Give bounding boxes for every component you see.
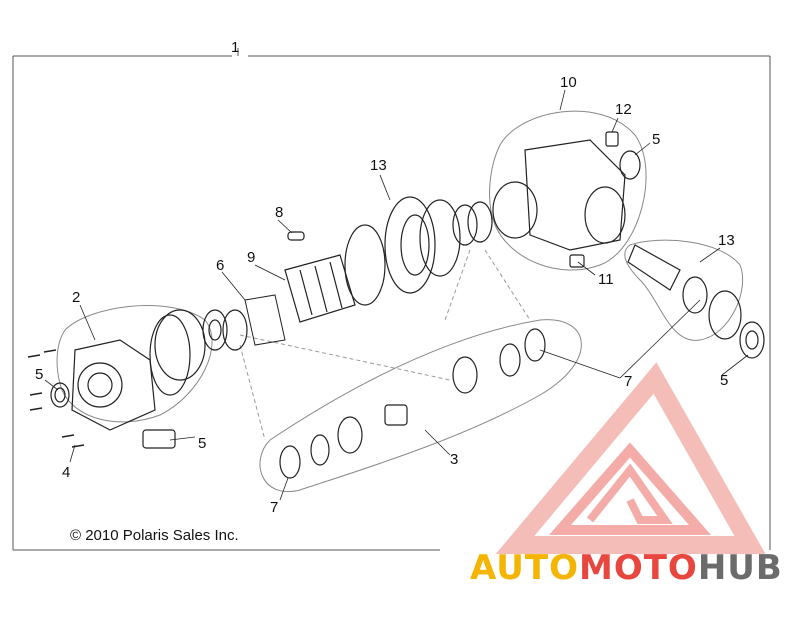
cartridge-part-5 [142, 429, 176, 449]
seal-kit-contents [279, 328, 546, 479]
dashed-leaders [239, 249, 531, 441]
watermark-logo [495, 362, 766, 554]
seal-kit-group-3 [259, 319, 582, 493]
ring-gear-part-13 [344, 196, 461, 306]
bearing-part-6 [202, 309, 248, 351]
seal-part-5-right [739, 321, 765, 359]
callout-1: 1 [231, 39, 240, 56]
watermark-moto: MOTO [578, 548, 698, 588]
seal-part-5-left [50, 382, 70, 408]
callout-9: 9 [247, 249, 256, 266]
gasket-part-6 [244, 294, 286, 346]
group-outline-housing-left [56, 305, 213, 423]
callout-8: 8 [275, 204, 284, 221]
callout-5-top: 5 [652, 131, 661, 148]
callout-13-right: 13 [718, 232, 735, 249]
callout-6: 6 [216, 257, 225, 274]
copyright-notice: © 2010 Polaris Sales Inc. [70, 527, 239, 544]
rear-housing-part-10 [492, 139, 626, 251]
callout-7-right: 7 [624, 373, 633, 390]
bolts-part-4 [27, 349, 85, 448]
callout-13-center: 13 [370, 157, 387, 174]
callout-12: 12 [615, 101, 632, 118]
callout-4: 4 [62, 464, 71, 481]
seal-part-5-top [619, 150, 641, 180]
pin-part-8 [287, 231, 305, 241]
pinion-part-13 [627, 244, 742, 340]
watermark-hub: HUB [697, 548, 783, 588]
group-outline-housing-right [489, 110, 647, 271]
plug-part-12 [605, 131, 619, 147]
callout-10: 10 [560, 74, 577, 91]
callout-leaders [44, 89, 749, 501]
callout-3: 3 [450, 451, 459, 468]
callout-5-left: 5 [35, 366, 44, 383]
callout-7-left: 7 [270, 499, 279, 516]
callout-11: 11 [598, 271, 614, 288]
plug-part-11 [569, 254, 585, 268]
group-outline-right [624, 239, 744, 341]
watermark-auto: AUTO [470, 548, 579, 588]
callout-5-cartridge: 5 [198, 435, 207, 452]
roller-cage-part-9 [284, 254, 356, 323]
callout-5-right: 5 [720, 372, 729, 389]
callout-2: 2 [72, 289, 81, 306]
front-housing-part-2 [71, 309, 206, 431]
assembly-frame [12, 48, 771, 551]
bearing-part-13-center [452, 201, 493, 246]
watermark-text: AUTOMOTOHUB [470, 548, 783, 588]
